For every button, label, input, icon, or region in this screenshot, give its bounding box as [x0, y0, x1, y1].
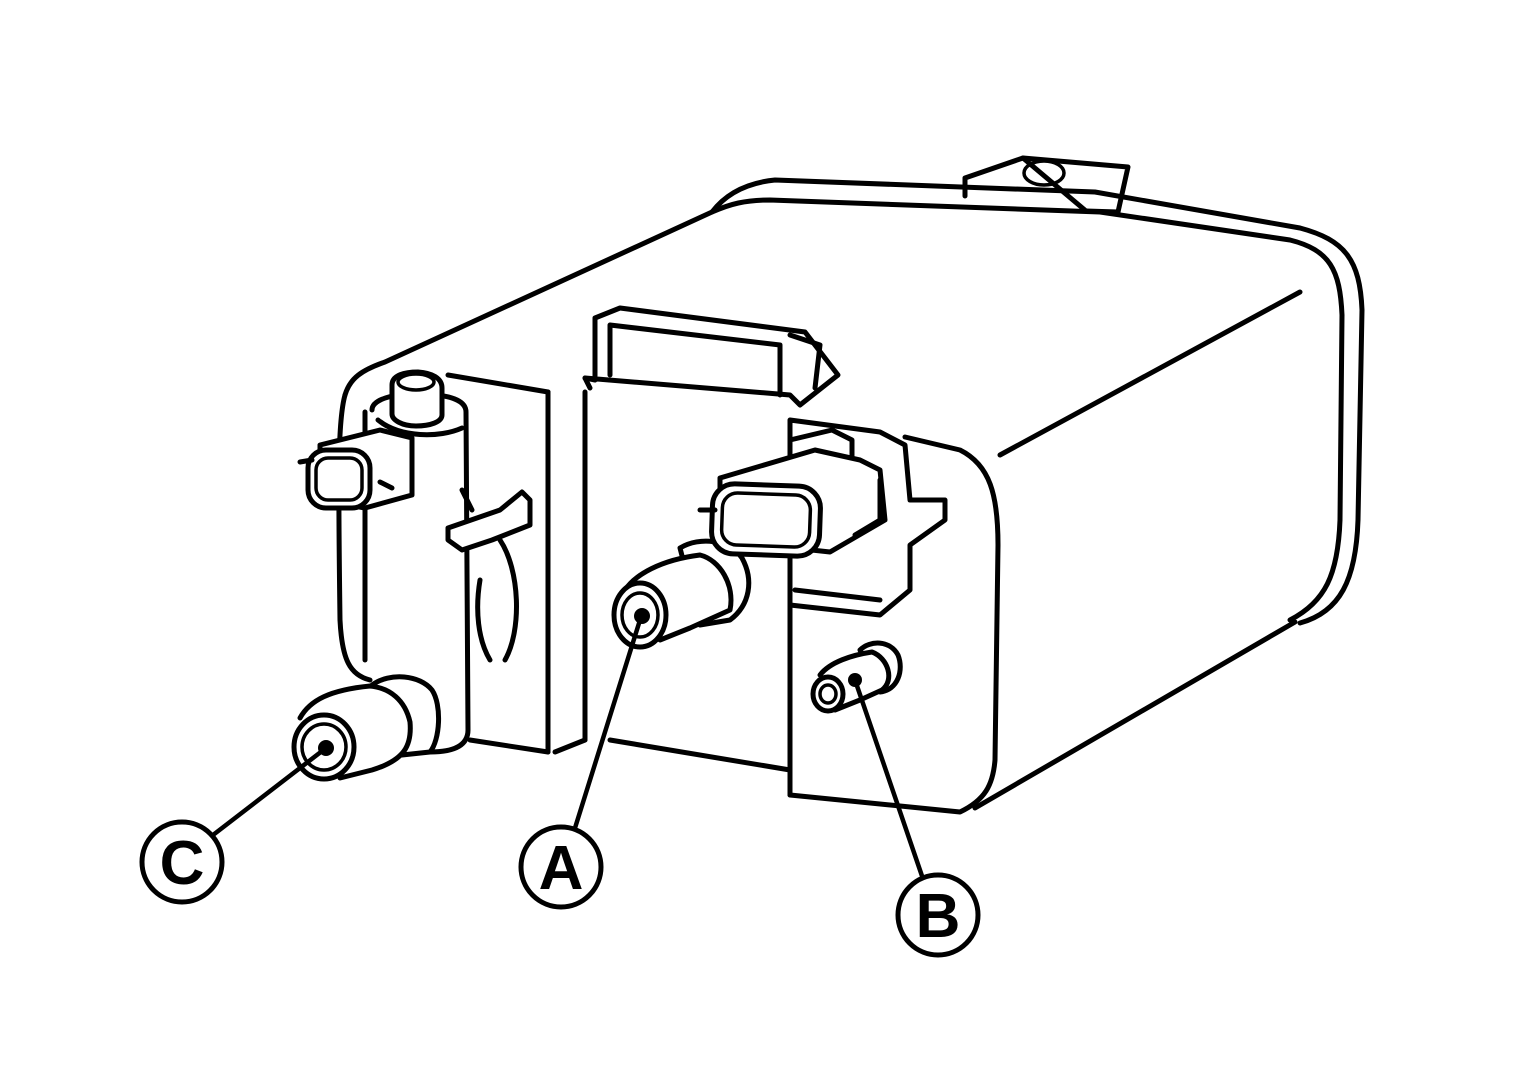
callout-a: A	[518, 824, 604, 910]
port-a	[611, 538, 752, 650]
callout-c: C	[139, 819, 225, 905]
callout-b: B	[895, 872, 981, 958]
leader-line-c	[210, 745, 329, 838]
port-b	[810, 640, 903, 714]
port-c	[291, 674, 442, 782]
callout-c-label: C	[160, 829, 205, 898]
callout-a-label: A	[539, 834, 584, 903]
callout-b-label: B	[916, 882, 961, 951]
vent-solenoid	[297, 369, 533, 755]
mounting-bracket	[962, 155, 1131, 215]
connector-plate	[582, 305, 841, 408]
leader-line-a	[572, 617, 643, 831]
purge-solenoid	[697, 417, 948, 618]
leader-line-b	[852, 677, 925, 879]
